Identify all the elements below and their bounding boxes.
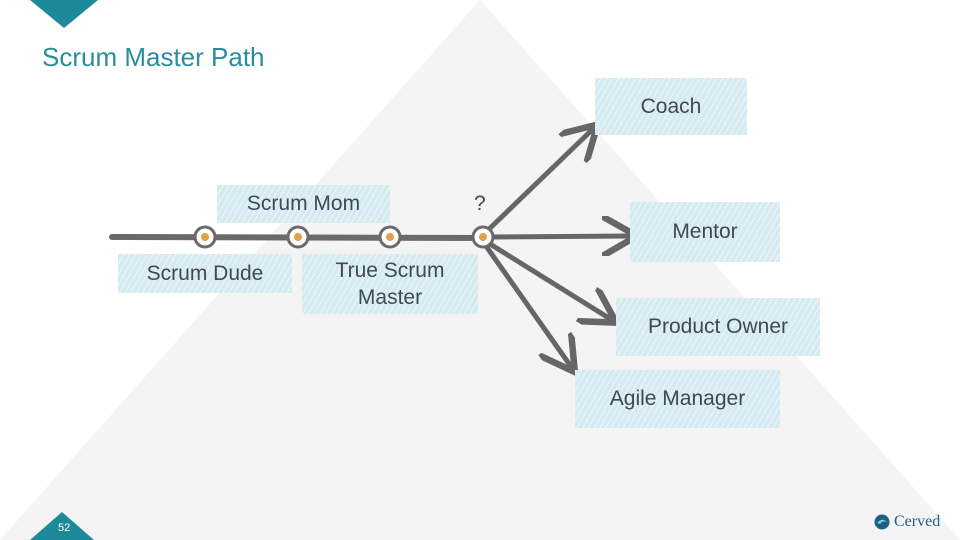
node-label: True Scrum Master xyxy=(335,258,445,309)
node-label: Product Owner xyxy=(647,315,789,339)
logo-text: Cerved xyxy=(894,513,941,530)
cerved-logo-icon xyxy=(874,514,890,530)
corner-tab-decoration xyxy=(30,0,98,28)
node-label: Coach xyxy=(640,94,702,118)
page-number: 52 xyxy=(58,522,71,534)
node-label: Scrum Mom xyxy=(246,192,361,216)
node-true-scrum-master: True Scrum Master xyxy=(302,254,478,314)
node-label: Mentor xyxy=(672,220,738,244)
arrow-to-product-owner xyxy=(487,241,612,320)
node-scrum-mom: Scrum Mom xyxy=(217,185,390,223)
node-label: Agile Manager xyxy=(609,387,746,411)
node-agile-manager: Agile Manager xyxy=(575,370,780,428)
milestone-icon xyxy=(286,225,310,249)
node-scrum-dude: Scrum Dude xyxy=(118,254,292,293)
milestone-icon xyxy=(193,225,217,249)
arrow-to-mentor xyxy=(489,236,632,237)
cerved-logo: Cerved xyxy=(874,513,940,531)
page-number-badge xyxy=(30,512,94,540)
question-mark: ? xyxy=(474,192,486,215)
milestone-icon xyxy=(378,225,402,249)
node-label: Scrum Dude xyxy=(146,261,264,285)
node-mentor: Mentor xyxy=(630,202,780,262)
slide-title: Scrum Master Path xyxy=(42,42,265,72)
node-product-owner: Product Owner xyxy=(616,298,820,356)
arrow-to-coach xyxy=(483,128,594,235)
node-coach: Coach xyxy=(595,78,747,135)
arrow-to-agile-manager xyxy=(483,243,572,368)
milestone-icon xyxy=(471,225,495,249)
